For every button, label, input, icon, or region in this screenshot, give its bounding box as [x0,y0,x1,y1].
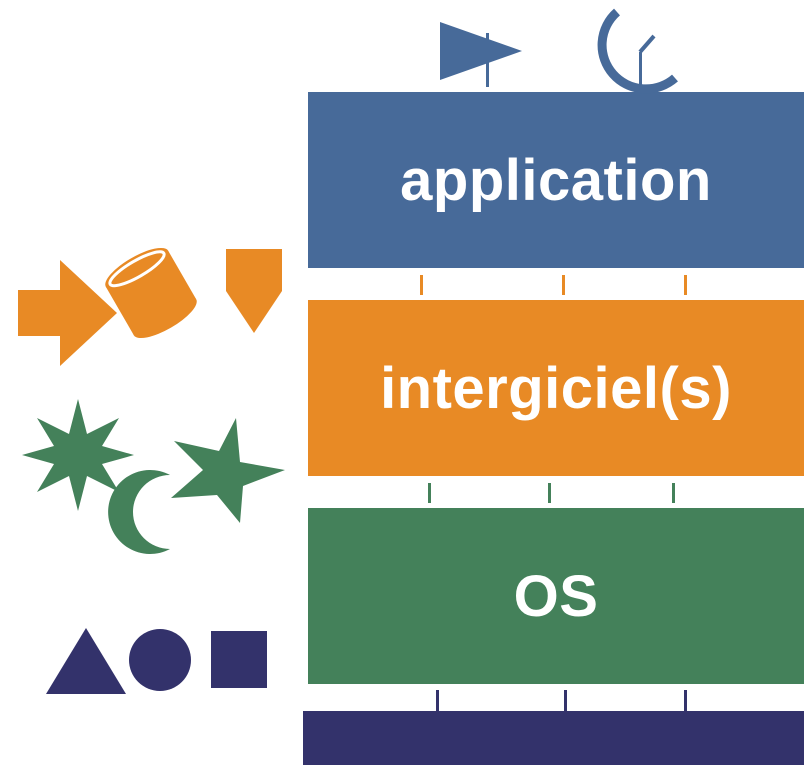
arrow-icon [18,260,117,366]
pentagon-icon [226,249,282,333]
connector-tick [672,483,675,503]
connector-tick [684,690,687,711]
five-point-star-icon [171,418,285,523]
circle-icon [129,629,191,691]
flag-arrow-icon [440,22,522,87]
connector-tick [684,275,687,295]
connector-tick [548,483,551,503]
cylinder-icon [105,247,197,339]
connector-tick [420,275,423,295]
connector-tick [436,690,439,711]
os-label: OS [513,563,599,629]
square-icon [211,631,267,688]
hardware-layer [303,711,804,765]
os-layer: OS [308,508,804,684]
connector-tick [564,690,567,711]
connector-tick [562,275,565,295]
middleware-layer: intergiciel(s) [308,300,804,476]
connector-tick [428,483,431,503]
application-label: application [400,147,712,213]
application-layer: application [308,92,804,268]
crescent-icon [108,470,170,554]
middleware-label: intergiciel(s) [380,355,732,421]
dish-antenna-icon [597,8,678,94]
triangle-icon [46,628,126,694]
eight-point-star-icon [22,399,134,511]
